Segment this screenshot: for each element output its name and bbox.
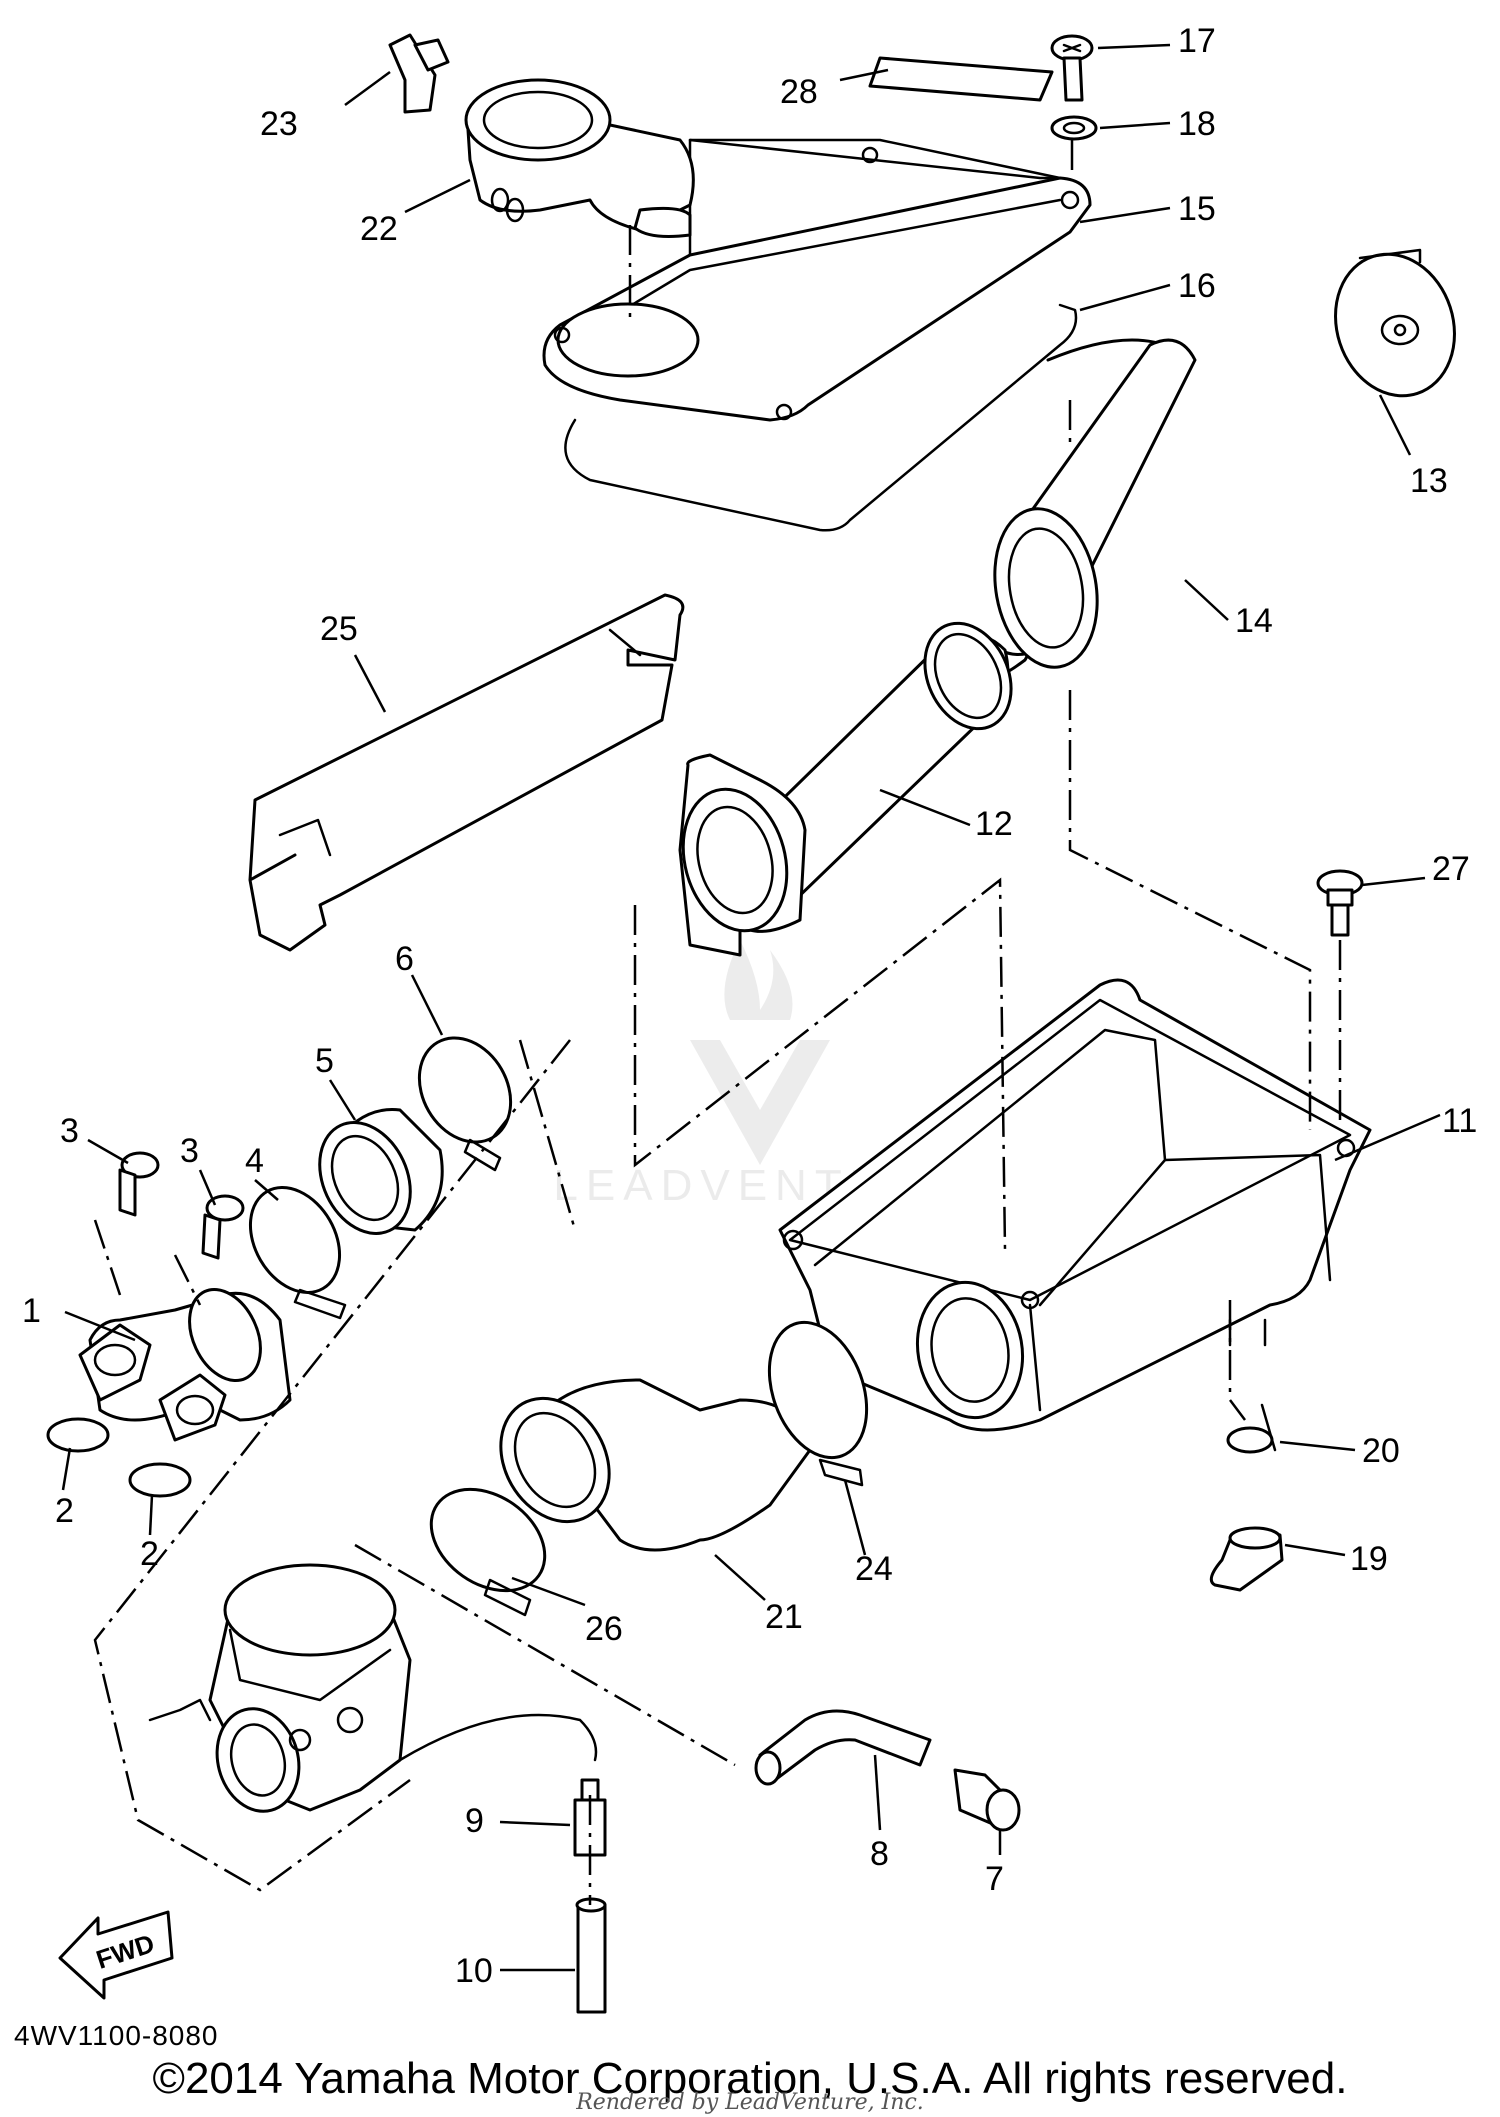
callout-7: 7 [985,1860,1004,1898]
drain-tube [1209,1526,1284,1592]
cap-screw [1050,34,1094,102]
clip [1226,1403,1277,1454]
callout-9: 9 [465,1802,484,1840]
callout-24: 24 [855,1550,893,1588]
callout-4: 4 [245,1142,264,1180]
carburetor-joint [78,1287,292,1442]
filter-end-cap [1334,248,1456,398]
screw-3a [118,1151,160,1217]
fwd-arrow-icon: FWD [58,1910,174,2000]
copyright-notice: ©2014 Yamaha Motor Corporation, U.S.A. A… [152,2054,1348,2103]
callout-19: 19 [1350,1540,1388,1578]
filter-guide [678,621,1013,957]
screw-3b [201,1194,245,1260]
callout-12: 12 [975,805,1013,843]
callout-1: 1 [22,1292,41,1330]
callout-15: 15 [1178,190,1216,228]
case-bolt [1316,869,1364,937]
callout-26: 26 [585,1610,623,1648]
hose-clamp-24 [767,1320,869,1487]
o-ring-2a [46,1417,110,1453]
air-filter-case [778,978,1372,1432]
callout-23: 23 [260,105,298,143]
case-joint [499,1378,812,1552]
hose-clamp-26 [429,1487,547,1617]
air-filter-element [993,338,1197,677]
callout-2a: 2 [55,1492,74,1530]
callout-3b: 3 [180,1132,199,1170]
callout-2b: 2 [140,1535,159,1573]
callout-22: 22 [360,210,398,248]
callout-11: 11 [1442,1102,1477,1140]
o-ring-2b [128,1462,192,1498]
vent-hose [754,1709,932,1786]
rendered-by-notice: Rendered by LeadVenture, Inc. [576,2090,924,2115]
drain-hose [575,1897,607,2014]
intake-joint [318,1108,444,1235]
hose-cap [953,1768,1021,1832]
shield-plate [248,593,685,952]
gasket [564,303,1078,532]
assembly-lines [93,140,1342,1905]
callout-8: 8 [870,1835,889,1873]
callout-6: 6 [395,940,414,978]
callout-14: 14 [1235,602,1273,640]
callout-20: 20 [1362,1432,1400,1470]
diagram-code: 4WV1100-8080 [14,2020,219,2051]
breather-hose [388,33,450,114]
label-sticker [868,56,1054,102]
callout-17: 17 [1178,22,1216,60]
callout-21: 21 [765,1598,803,1636]
callout-13: 13 [1410,462,1448,500]
callout-5: 5 [315,1042,334,1080]
callout-10: 10 [455,1952,493,1990]
callout-labels: 1 2 2 3 3 4 5 6 7 8 9 10 11 12 13 14 15 … [22,22,1477,1990]
callout-18: 18 [1178,105,1216,143]
callout-3a: 3 [60,1112,79,1150]
callout-27: 27 [1432,850,1470,888]
case-cap [542,138,1092,422]
cap-joint [464,78,695,238]
hose-joint [573,1778,607,1857]
callout-leaders [61,43,1441,1972]
callout-16: 16 [1178,267,1216,305]
callout-28: 28 [780,73,818,111]
washer [1050,115,1098,141]
carburetor [148,1563,598,1813]
callout-25: 25 [320,610,358,648]
